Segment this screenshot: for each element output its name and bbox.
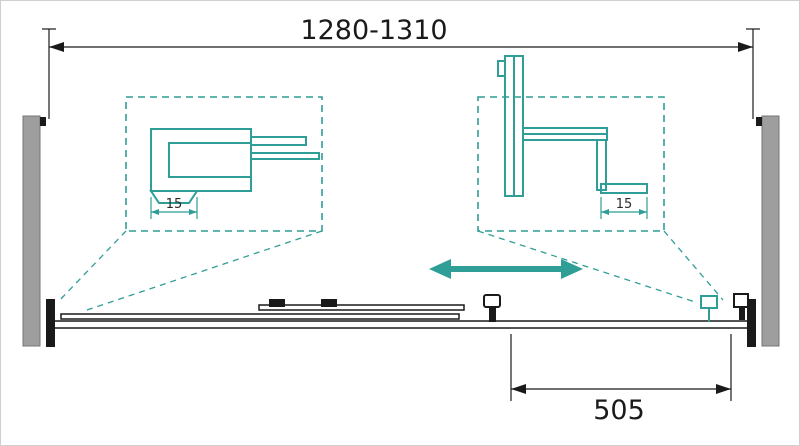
overall-dimension: 1280-1310 — [42, 15, 760, 119]
right-detail-profile — [497, 55, 648, 197]
overall-dim-arrow-left — [49, 42, 64, 52]
left-profile-gasket — [149, 190, 199, 204]
left-detail-leaders — [57, 230, 323, 312]
left-detail-box — [125, 96, 323, 232]
left-wall-profile — [46, 299, 55, 347]
fixed-panel — [60, 313, 460, 320]
door-dim-arrow-right — [716, 384, 731, 394]
right-wall-fitting — [756, 117, 762, 126]
door-dim-arrow-left — [511, 384, 526, 394]
sliding-panel — [258, 304, 465, 311]
right-wall-profile — [747, 299, 756, 347]
left-profile-channel — [168, 142, 251, 178]
roller-bracket-teal — [700, 295, 718, 322]
left-profile-outer — [150, 128, 252, 192]
door-track — [52, 320, 750, 329]
panel-clamp-right — [321, 299, 337, 307]
right-profile-hanger — [596, 139, 607, 191]
right-detail-dim-arrow-right — [639, 209, 647, 215]
overall-dim-arrow-right — [738, 42, 753, 52]
right-profile-top-tab — [497, 60, 506, 77]
right-detail-leaders — [477, 230, 724, 303]
panel-clamp-left — [269, 299, 285, 307]
left-detail-profile — [149, 128, 320, 204]
left-detail-dim-arrow-left — [151, 209, 159, 215]
left-profile-bar-lower — [250, 152, 320, 160]
left-profile-bar-upper — [250, 136, 307, 146]
right-detail-box — [477, 96, 665, 232]
left-detail-dimension-label: 15 — [166, 197, 183, 212]
left-wall — [22, 115, 46, 347]
slide-direction-arrow-icon — [429, 259, 583, 279]
right-detail-dim-arrow-left — [601, 209, 609, 215]
overall-width-label: 1280-1310 — [300, 15, 447, 46]
right-detail-dimension: 15 — [600, 197, 648, 219]
roller-bracket-right — [733, 293, 749, 320]
left-detail-dim-arrow-right — [189, 209, 197, 215]
right-detail-dimension-label: 15 — [616, 197, 633, 212]
door-width-label: 505 — [593, 395, 645, 426]
right-wall — [756, 115, 780, 347]
door-width-dimension: 505 — [510, 334, 732, 426]
door-assembly — [46, 293, 756, 347]
door-handle — [483, 294, 501, 322]
right-profile-foot — [600, 183, 648, 194]
left-detail-dimension: 15 — [150, 197, 198, 219]
left-wall-fitting — [40, 117, 46, 126]
